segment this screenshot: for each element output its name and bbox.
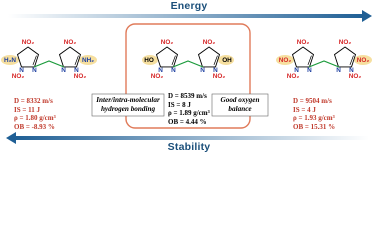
pyrazole-ring [197,46,221,68]
nitro-highlight [276,55,294,65]
methylene-bridge [172,60,204,68]
nitrogen-atom: N [213,67,218,74]
center-frame [125,23,251,129]
note-line-1: Good oxygen [220,96,260,104]
nitro-highlight [354,55,372,65]
oxygen-balance: OB = 4.44 % [168,117,207,126]
amino-group: H₂N [4,57,16,64]
properties-amino: D = 8332 m/s IS = 11 J ρ = 1.80 g/cm³ OB… [14,97,56,131]
double-bond [307,55,312,66]
pyrazole-ring [58,46,82,68]
density: ρ = 1.89 g/cm³ [168,109,210,118]
energy-arrow [8,10,372,22]
nitrogen-atom: N [61,67,66,74]
nitrogen-atom: N [336,67,341,74]
nitro-group: NO₂ [64,39,77,46]
nitrogen-atom: N [349,67,354,74]
properties-hydroxy: D = 8539 m/s IS = 8 J ρ = 1.89 g/cm³ OB … [168,92,210,126]
nitro-group: NO₂ [12,73,25,80]
hydroxy-group: HO [144,57,154,64]
methylene-bridge [33,60,65,68]
pyrazole-ring [155,46,179,68]
nitro-group: NO₂ [349,73,362,80]
double-bond [213,55,218,66]
amino-highlight [79,55,97,65]
note-line-1: Inter/intra-molecular [96,96,160,104]
amino-group: NH₂ [82,57,94,64]
note-line-2: hydrogen bonding [100,105,156,113]
impact-sensitivity: IS = 11 J [14,105,40,114]
nitro-group: NO₂ [22,39,35,46]
note-box-ob [211,93,269,117]
nitrogen-atom: N [307,67,312,74]
note-oxygen-balance: Good oxygen balance [212,96,268,114]
energy-label: Energy [170,0,208,12]
nitro-group: NO₂ [287,73,300,80]
density: ρ = 1.93 g/cm³ [293,114,335,123]
stability-arrow [6,132,369,144]
nitrogen-atom: N [32,67,37,74]
double-bond [349,55,354,66]
nitrogen-atom: N [171,67,176,74]
note-box-hbond [91,93,165,117]
nitro-group: NO₂ [279,57,292,64]
pyrazole-ring [291,46,315,68]
density: ρ = 1.80 g/cm³ [14,114,56,123]
nitro-group: NO₂ [151,73,164,80]
impact-sensitivity: IS = 8 J [168,100,191,109]
pyrazole-ring [16,46,40,68]
detonation-velocity: D = 9504 m/s [293,97,332,105]
nitro-group: NO₂ [297,39,310,46]
nitro-group: NO₂ [213,73,226,80]
double-bond [171,55,176,66]
pyrazole-ring [333,46,357,68]
nitrogen-atom: N [294,67,299,74]
note-hydrogen-bonding: Inter/intra-molecular hydrogen bonding [92,96,164,114]
oxygen-balance: OB = -8.93 % [14,122,55,131]
nitrogen-atom: N [74,67,79,74]
double-bond [32,55,37,66]
nitro-group: NO₂ [339,39,352,46]
oxygen-balance: OB = 15.31 % [293,122,336,131]
nitro-group: NO₂ [74,73,87,80]
properties-nitro: D = 9504 m/s IS = 4 J ρ = 1.93 g/cm³ OB … [293,97,335,131]
stability-label: Stability [167,141,211,153]
detonation-velocity: D = 8332 m/s [14,97,53,105]
methylene-bridge [308,60,340,68]
nitrogen-atom: N [19,67,24,74]
nitro-group: NO₂ [161,39,174,46]
note-line-2: balance [228,105,252,113]
nitro-group: NO₂ [357,57,370,64]
detonation-velocity: D = 8539 m/s [168,92,207,100]
hydroxy-group: OH [222,57,232,64]
double-bond [74,55,79,66]
nitrogen-atom: N [200,67,205,74]
hydroxy-highlight [218,55,234,65]
nitro-group: NO₂ [203,39,216,46]
amino-highlight [1,55,19,65]
nitrogen-atom: N [158,67,163,74]
hydroxy-highlight [142,55,158,65]
impact-sensitivity: IS = 4 J [293,105,316,114]
